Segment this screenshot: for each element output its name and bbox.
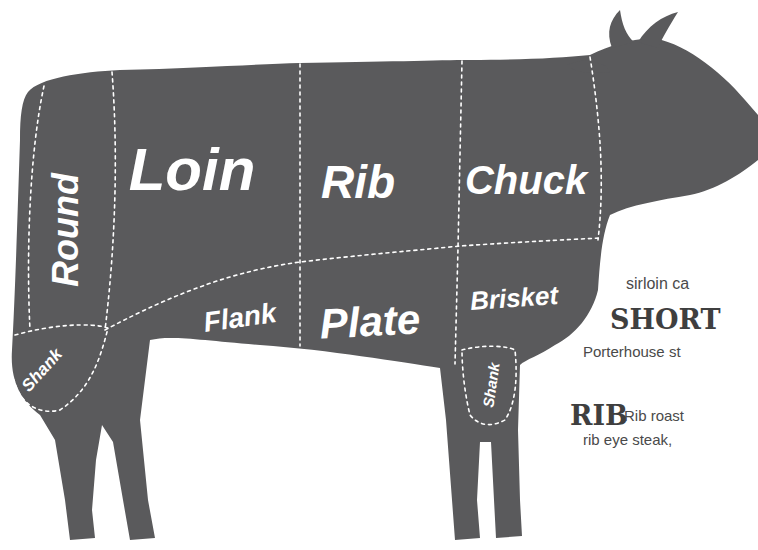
cut-line xyxy=(299,64,301,346)
cut-line xyxy=(462,346,516,424)
cut-name: Shank xyxy=(19,345,66,394)
cut-note: rib eye steak, xyxy=(583,432,672,447)
cow-silhouette xyxy=(12,38,758,540)
cut-line xyxy=(14,325,108,411)
section-heading: RIB xyxy=(570,402,628,429)
cut-line xyxy=(590,57,601,240)
ear xyxy=(566,61,610,73)
cut-name: Shank xyxy=(480,362,501,409)
cut-line xyxy=(105,72,115,330)
cut-name: Flank xyxy=(202,299,278,337)
cut-note: Rib roast xyxy=(624,408,684,423)
horn xyxy=(609,10,634,48)
cut-line xyxy=(29,86,44,330)
cut-name: Loin xyxy=(129,140,256,200)
cut-name: Round xyxy=(48,173,84,287)
section-heading: SHORT xyxy=(610,306,721,333)
cut-note: Porterhouse st xyxy=(583,344,681,359)
cut-name: Chuck xyxy=(465,160,587,200)
cut-name: Rib xyxy=(321,159,395,205)
cut-name: Plate xyxy=(319,298,421,345)
cut-name: Brisket xyxy=(469,282,559,314)
cut-line xyxy=(455,61,462,364)
cut-note: sirloin ca xyxy=(626,276,689,292)
horn xyxy=(638,12,678,48)
